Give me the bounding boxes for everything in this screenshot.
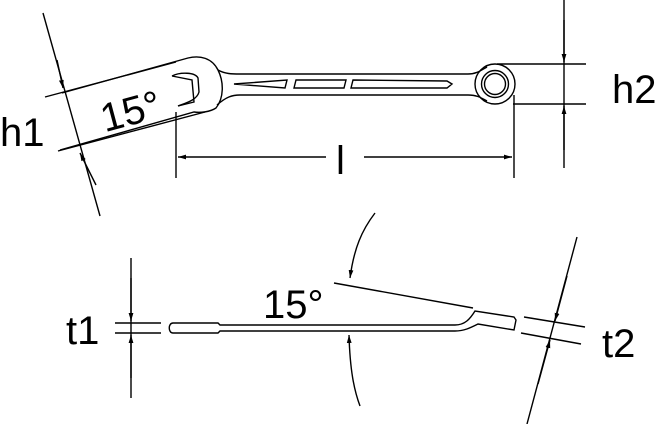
h2-label: h2 — [612, 68, 657, 112]
t2-label: t2 — [602, 322, 635, 366]
ring-end-head — [474, 63, 516, 105]
top-view — [42, 0, 586, 217]
t2-dimension — [520, 236, 586, 424]
side-view — [115, 212, 586, 424]
wrench-side-profile — [168, 310, 517, 334]
length-label: l — [336, 139, 345, 183]
h1-dimension — [42, 12, 206, 217]
side-angle-dimension — [333, 212, 474, 407]
h1-label: h1 — [0, 111, 45, 155]
side-angle-label: 15° — [263, 283, 324, 327]
length-dimension — [175, 95, 515, 178]
top-angle-label: 15° — [96, 83, 166, 141]
shank — [216, 66, 488, 106]
t1-dimension — [115, 258, 161, 398]
t1-label: t1 — [66, 309, 99, 353]
h2-dimension — [497, 0, 586, 168]
